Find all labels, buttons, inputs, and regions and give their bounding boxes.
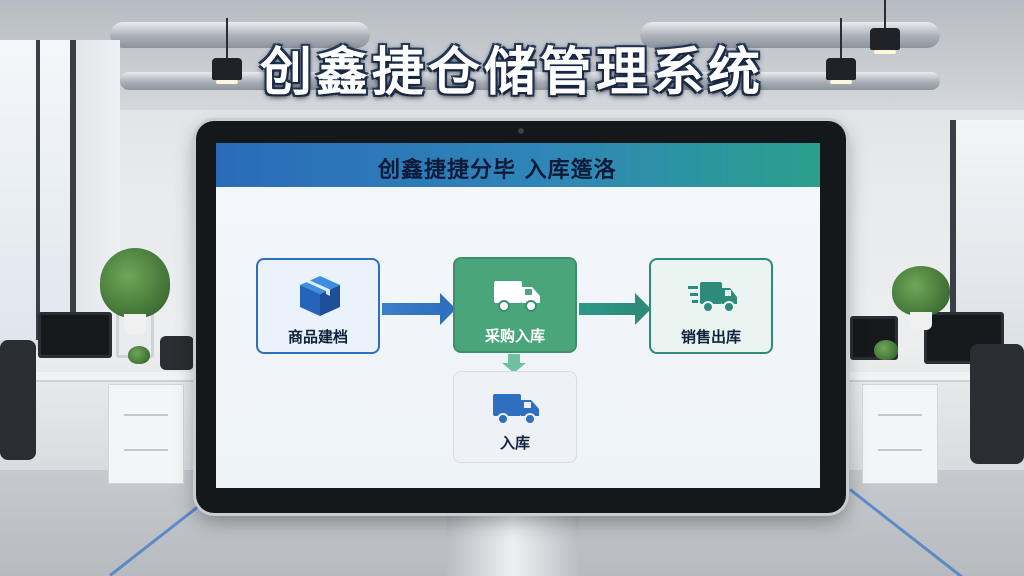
ceiling-lamp <box>826 18 856 84</box>
background-chair <box>970 344 1024 464</box>
flow-step-inbound[interactable]: 入库 <box>453 371 577 463</box>
plant-pot <box>910 312 932 330</box>
background-plant <box>100 248 170 318</box>
monitor-stand <box>447 505 579 576</box>
step-label: 入库 <box>499 434 530 452</box>
step-label: 商品建档 <box>287 328 348 346</box>
background-chair <box>160 336 194 370</box>
background-chair <box>0 340 36 460</box>
background-cabinet <box>862 384 938 484</box>
right-window <box>950 120 1024 350</box>
background-cabinet <box>108 384 184 484</box>
ceiling-lamp <box>870 0 900 54</box>
truck-icon <box>493 394 539 425</box>
main-monitor: 创鑫捷捷分毕 入库簉洛 商品建档 采购入库 <box>196 121 846 513</box>
left-window <box>0 40 76 340</box>
step-label: 销售出库 <box>680 328 741 346</box>
background-monitor <box>38 312 112 358</box>
flow-arrow-right <box>579 293 651 325</box>
background-plant <box>892 266 950 316</box>
plant-pot <box>124 314 146 334</box>
ceiling-duct <box>120 72 940 90</box>
ceiling <box>0 0 1024 110</box>
package-icon <box>300 276 340 316</box>
background-desk <box>28 372 198 382</box>
flow-step-sales-outbound[interactable]: 销售出库 <box>649 258 773 354</box>
screen-title: 创鑫捷捷分毕 入库簉洛 <box>378 158 617 183</box>
step-label: 采购入库 <box>484 327 545 345</box>
background-desk <box>848 372 1024 382</box>
screen-header-bar: 创鑫捷捷分毕 入库簉洛 <box>216 143 820 187</box>
flow-step-purchase-inbound[interactable]: 采购入库 <box>453 257 577 353</box>
truck-icon <box>494 281 540 312</box>
page-headline: 创鑫捷仓储管理系统 <box>259 43 764 103</box>
ceiling-duct <box>110 22 370 48</box>
monitor-screen: 创鑫捷捷分毕 入库簉洛 商品建档 采购入库 <box>216 143 820 488</box>
fast-truck-icon <box>688 282 737 313</box>
ceiling-lamp <box>212 18 242 84</box>
flow-step-product-archive[interactable]: 商品建档 <box>256 258 380 354</box>
background-plant <box>128 346 150 364</box>
flow-arrow-down <box>502 354 526 373</box>
webcam-dot <box>518 128 524 134</box>
background-plant <box>874 340 898 360</box>
flow-arrow-right <box>382 293 456 325</box>
